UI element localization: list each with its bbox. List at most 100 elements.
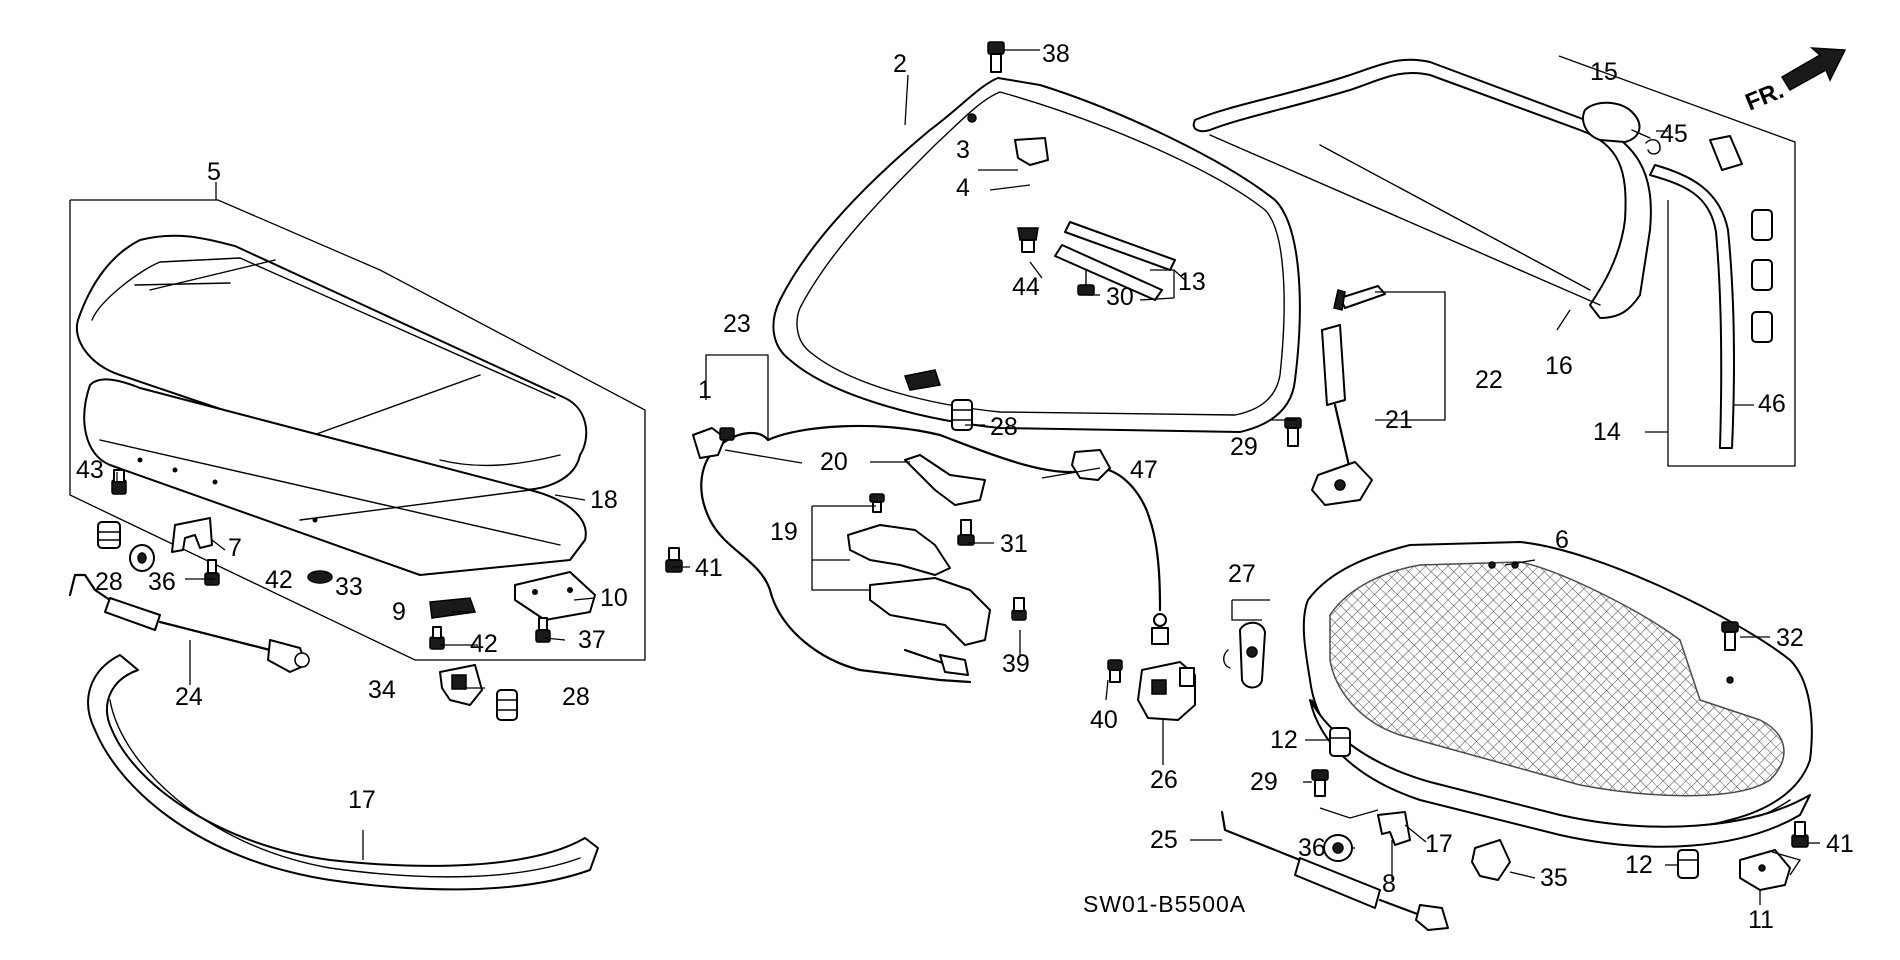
grommet-36-left — [129, 544, 155, 572]
callout-42-a: 42 — [265, 566, 293, 594]
bolt-41-right — [1791, 821, 1809, 848]
callout-43: 43 — [76, 456, 104, 484]
callout-28-mid: 28 — [562, 683, 590, 711]
callout-22: 22 — [1475, 366, 1503, 394]
callout-37: 37 — [578, 626, 606, 654]
clamp-47 — [1071, 449, 1111, 481]
callout-31: 31 — [1000, 530, 1028, 558]
callout-10: 10 — [600, 584, 628, 612]
callout-21: 21 — [1385, 406, 1413, 434]
callout-29-upper: 29 — [1230, 433, 1258, 461]
callout-29-lower: 29 — [1250, 768, 1278, 796]
strut-22 — [1311, 285, 1386, 506]
latch-34 — [439, 664, 483, 706]
bumper-12-lower — [1677, 849, 1699, 879]
support-rod-25 — [1220, 810, 1449, 931]
callout-5: 5 — [207, 158, 221, 186]
cable-bracket-23 — [705, 354, 769, 440]
left-assembly-bracket — [69, 199, 646, 661]
front-indicator: FR. — [1742, 77, 1788, 117]
bumper-12-upper — [1329, 727, 1351, 757]
callout-47: 47 — [1130, 456, 1158, 484]
callout-36-left: 36 — [148, 568, 176, 596]
callout-42-b: 42 — [470, 630, 498, 658]
hose-joint-46b — [1751, 209, 1773, 343]
grommet-36-right — [1323, 834, 1353, 862]
bolt-40 — [1107, 659, 1123, 683]
callout-17-left: 17 — [348, 786, 376, 814]
clip-28-center — [904, 369, 941, 391]
bolt-41-left — [665, 547, 683, 573]
callout-12-upper: 12 — [1270, 726, 1298, 754]
callout-15: 15 — [1590, 58, 1618, 86]
callout-36-right: 36 — [1298, 834, 1326, 862]
callout-46: 46 — [1758, 390, 1786, 418]
lever-assembly-19 — [847, 524, 991, 646]
callout-4: 4 — [956, 174, 970, 202]
callout-33: 33 — [335, 573, 363, 601]
callout-6: 6 — [1555, 526, 1569, 554]
callout-3: 3 — [956, 136, 970, 164]
rear-lid-panel-5 — [75, 234, 588, 491]
callout-19: 19 — [770, 518, 798, 546]
bolt-42-b — [429, 626, 445, 650]
callout-2: 2 — [893, 50, 907, 78]
callout-26: 26 — [1150, 766, 1178, 794]
bumper-28-left — [97, 521, 121, 549]
hose-joint-46a — [1709, 135, 1743, 171]
callout-44: 44 — [1012, 273, 1040, 301]
callout-45: 45 — [1660, 120, 1688, 148]
lock-cylinder-27 — [1223, 621, 1266, 689]
callout-18: 18 — [590, 486, 618, 514]
callout-25: 25 — [1150, 826, 1178, 854]
latch-35 — [1471, 839, 1511, 881]
callout-17-right: 17 — [1425, 830, 1453, 858]
diagram-code: SW01-B5500A — [1083, 891, 1246, 917]
bracket-3 — [1014, 137, 1049, 166]
weatherstrip-17-left — [87, 654, 599, 891]
washer-33 — [307, 570, 333, 584]
bracket-8 — [1319, 807, 1411, 846]
callout-12-lower: 12 — [1625, 851, 1653, 879]
glass-seal-16 — [1192, 58, 1652, 319]
callout-28-left: 28 — [95, 568, 123, 596]
callout-labels: 5 2 38 3 4 44 30 13 28 47 15 45 16 22 21… — [76, 40, 1854, 934]
latch-26 — [1137, 661, 1196, 721]
callout-24: 24 — [175, 683, 203, 711]
kit-bracket-14 — [1558, 55, 1796, 467]
lid-lining-18 — [83, 378, 587, 576]
washer-nozzle-15 — [1582, 101, 1651, 143]
callout-13: 13 — [1178, 268, 1206, 296]
callout-11: 11 — [1748, 906, 1774, 934]
callout-34: 34 — [368, 676, 396, 704]
bracket-9 — [429, 597, 477, 619]
bolt-29-upper — [1284, 417, 1302, 447]
callout-40: 40 — [1090, 706, 1118, 734]
bolt-42-a — [204, 559, 220, 586]
callout-35: 35 — [1540, 864, 1568, 892]
callout-30: 30 — [1106, 283, 1134, 311]
fastener-44 — [1017, 227, 1039, 253]
bolt-19-small — [869, 493, 885, 513]
callout-8: 8 — [1382, 870, 1396, 898]
cable-end-handle — [903, 648, 969, 676]
callout-16: 16 — [1545, 352, 1573, 380]
callout-38: 38 — [1042, 40, 1070, 68]
callout-23: 23 — [723, 310, 751, 338]
callout-32: 32 — [1776, 624, 1804, 652]
callout-41-left: 41 — [695, 554, 723, 582]
bolt-31 — [957, 519, 975, 546]
callout-20: 20 — [820, 448, 848, 476]
hinge-10 — [514, 571, 596, 621]
bolt-43 — [111, 469, 127, 495]
callout-39: 39 — [1002, 650, 1030, 678]
release-lever-20 — [904, 454, 986, 506]
cable-end-23 — [692, 427, 735, 459]
callout-27: 27 — [1228, 560, 1256, 588]
molding-13 — [1054, 221, 1176, 301]
hinge-11 — [1739, 849, 1802, 891]
bolt-38 — [987, 41, 1005, 73]
support-rod-24 — [68, 573, 310, 673]
clip-7 — [171, 517, 213, 553]
bumper-28-mid — [496, 689, 518, 721]
